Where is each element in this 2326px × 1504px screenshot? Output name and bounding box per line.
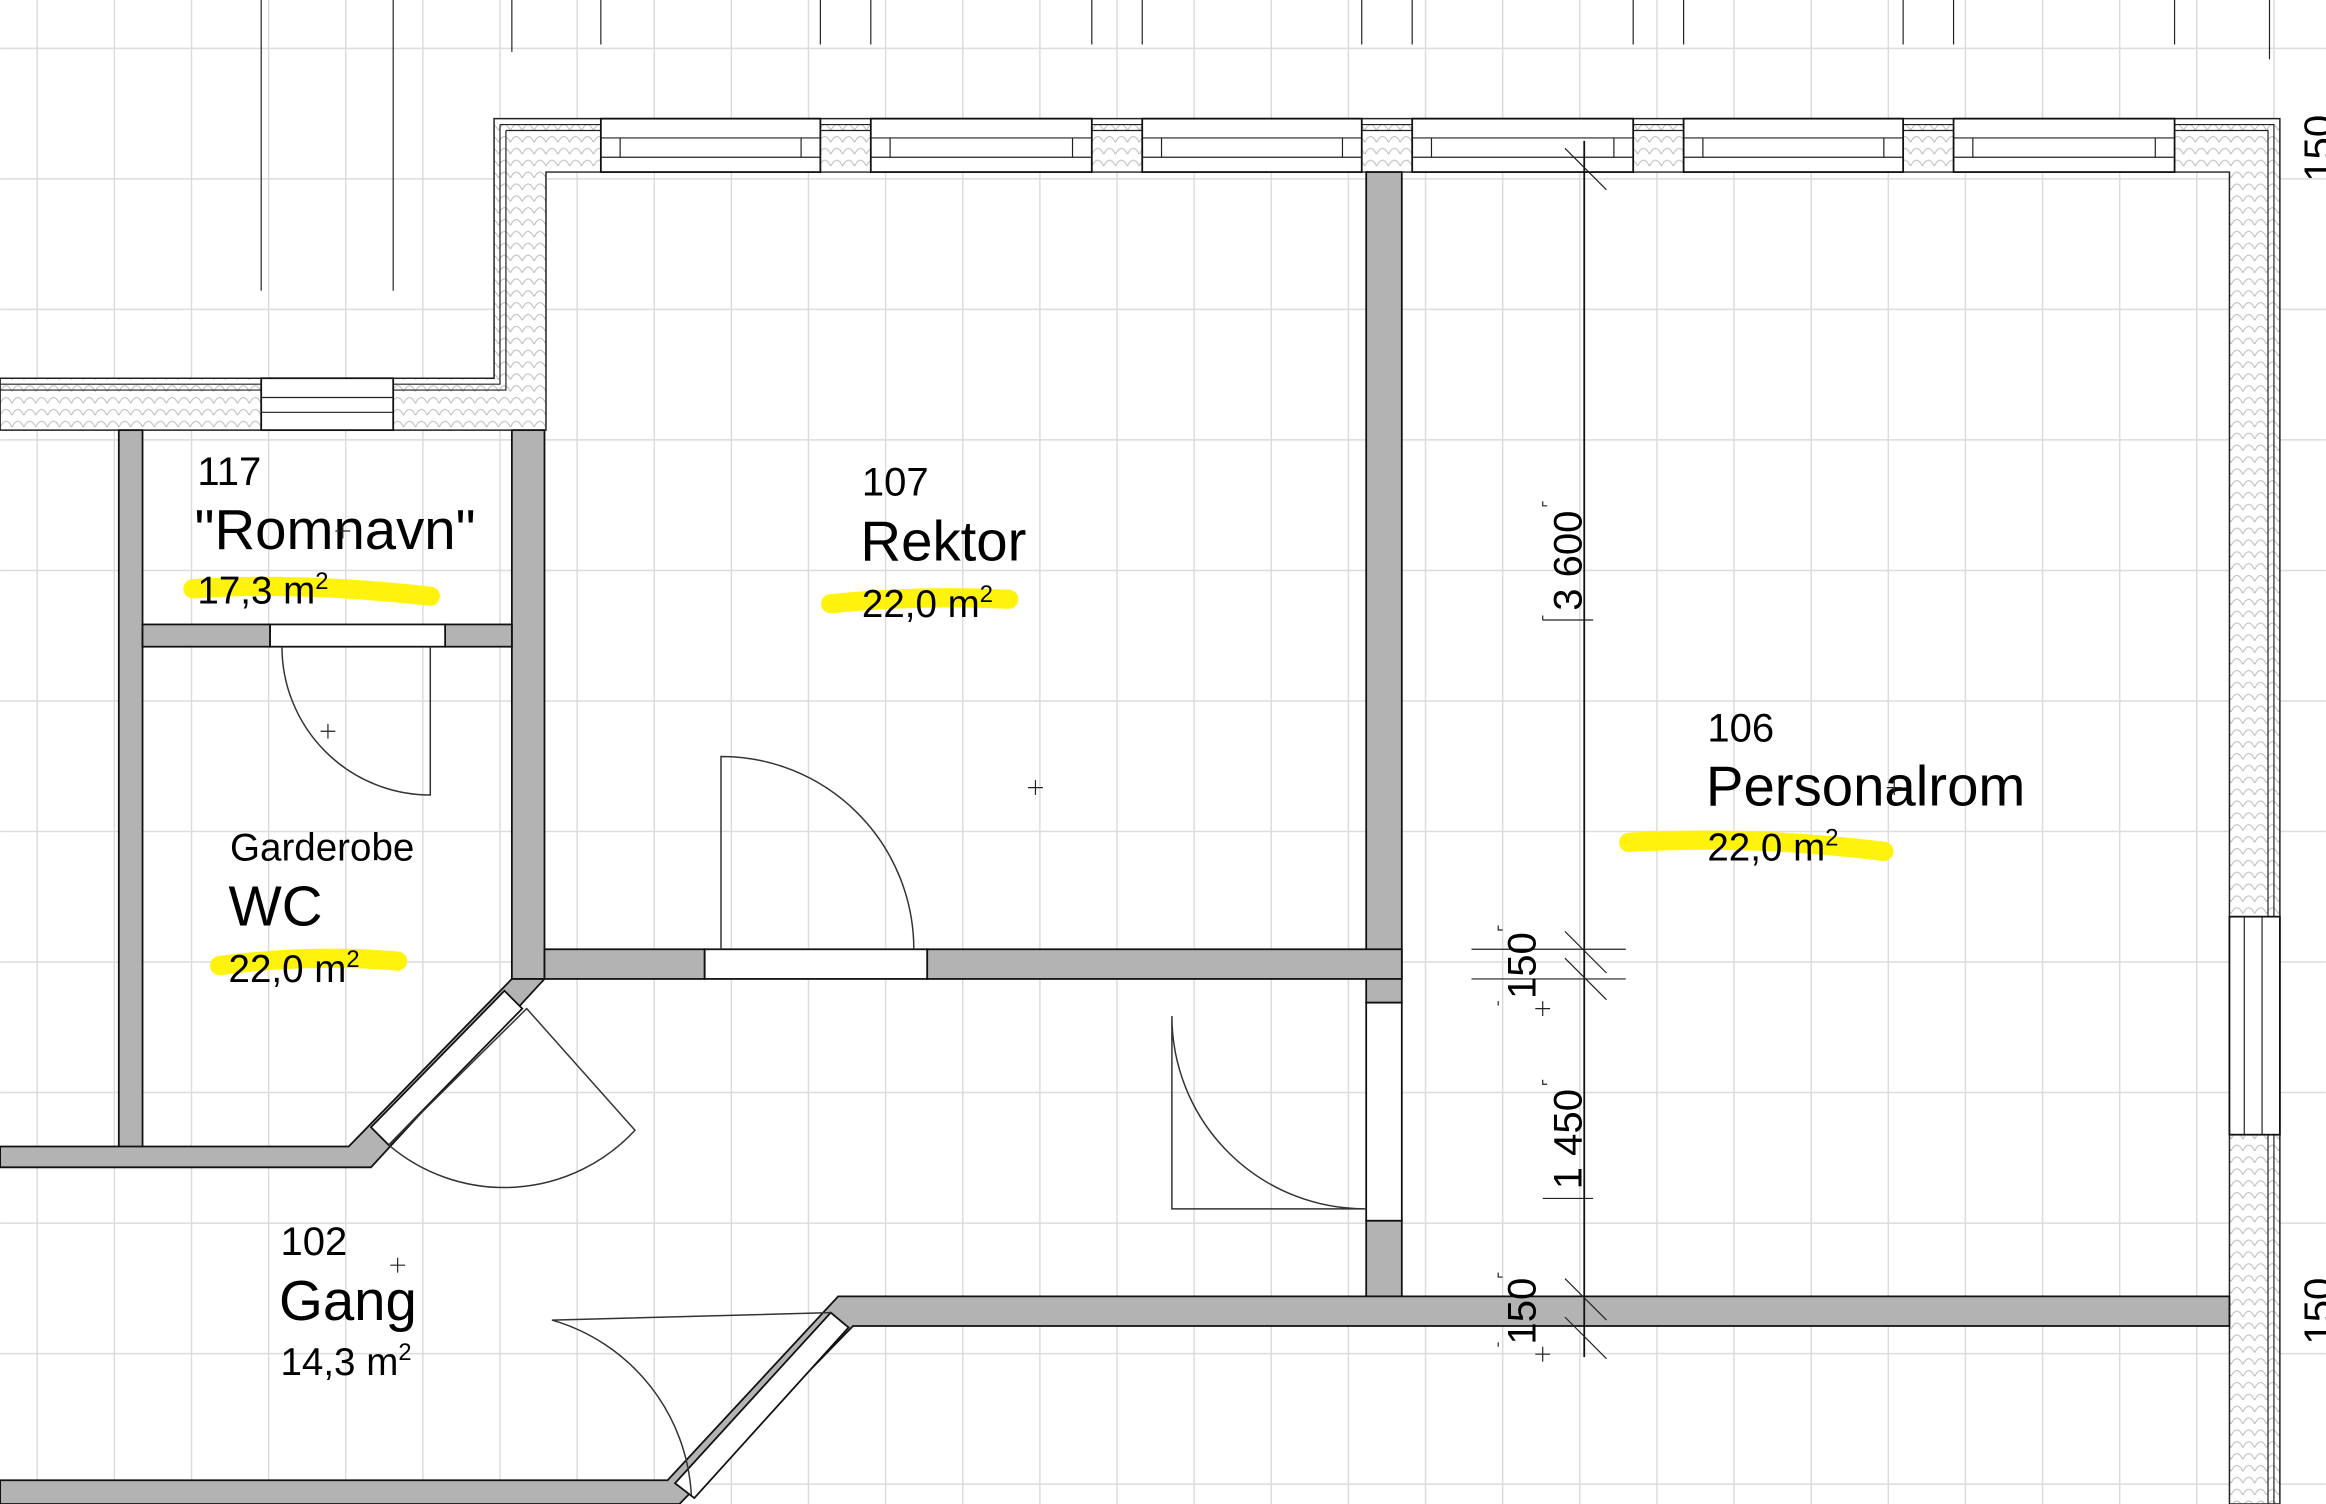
left-window [260, 377, 395, 432]
door-rektor[interactable] [703, 755, 929, 980]
door-wc[interactable] [369, 989, 636, 1189]
room-wc: Garderobe WC 22,0 m2 [229, 826, 415, 991]
dimension-label: 150 [1500, 1278, 1544, 1345]
dimension-label: 150 [2297, 1278, 2326, 1345]
room-name: Gang [279, 1269, 417, 1332]
room-center-markers [320, 523, 1902, 1273]
door-romnavn[interactable] [269, 623, 447, 796]
room-117: 117 "Romnavn" 17,3 m2 [194, 450, 475, 613]
room-area: 17,3 m2 [197, 569, 328, 613]
door-personalrom[interactable] [1171, 1001, 1403, 1222]
reference-lines [260, 0, 2271, 291]
room-name: Rektor [860, 510, 1026, 573]
room-area: 22,0 m2 [862, 582, 993, 626]
room-area: 22,0 m2 [1707, 825, 1838, 869]
dimension-label: 1 450 [1546, 1089, 1590, 1189]
dimension-label: 150 [1500, 932, 1544, 999]
room-area: 14,3 m2 [280, 1340, 411, 1384]
area-highlights [183, 576, 1894, 976]
doors [269, 623, 1403, 1500]
dimension-chain: 3 600 150 1 450 150 150 150 [1471, 115, 2326, 1362]
door-gang[interactable] [551, 1311, 850, 1500]
top-windows [599, 117, 2176, 173]
room-107: 107 Rektor 22,0 m2 [860, 460, 1026, 626]
dimension-label: 150 [2297, 115, 2326, 182]
exterior-wall [0, 117, 2281, 1504]
room-number: 107 [862, 460, 929, 504]
room-name: "Romnavn" [194, 498, 475, 561]
room-number: 106 [1707, 707, 1774, 751]
room-area: 22,0 m2 [229, 947, 360, 991]
room-106: 106 Personalrom 22,0 m2 [1706, 707, 2026, 870]
room-102: 102 Gang 14,3 m2 [279, 1220, 417, 1384]
room-name: WC [229, 875, 323, 938]
room-number: 102 [280, 1220, 347, 1264]
right-window [2228, 915, 2281, 1136]
room-subtitle: Garderobe [230, 826, 414, 869]
room-number: 117 [197, 450, 261, 494]
interior-walls [0, 171, 2231, 1504]
room-name: Personalrom [1706, 754, 2026, 817]
dimension-label: 3 600 [1546, 511, 1590, 611]
